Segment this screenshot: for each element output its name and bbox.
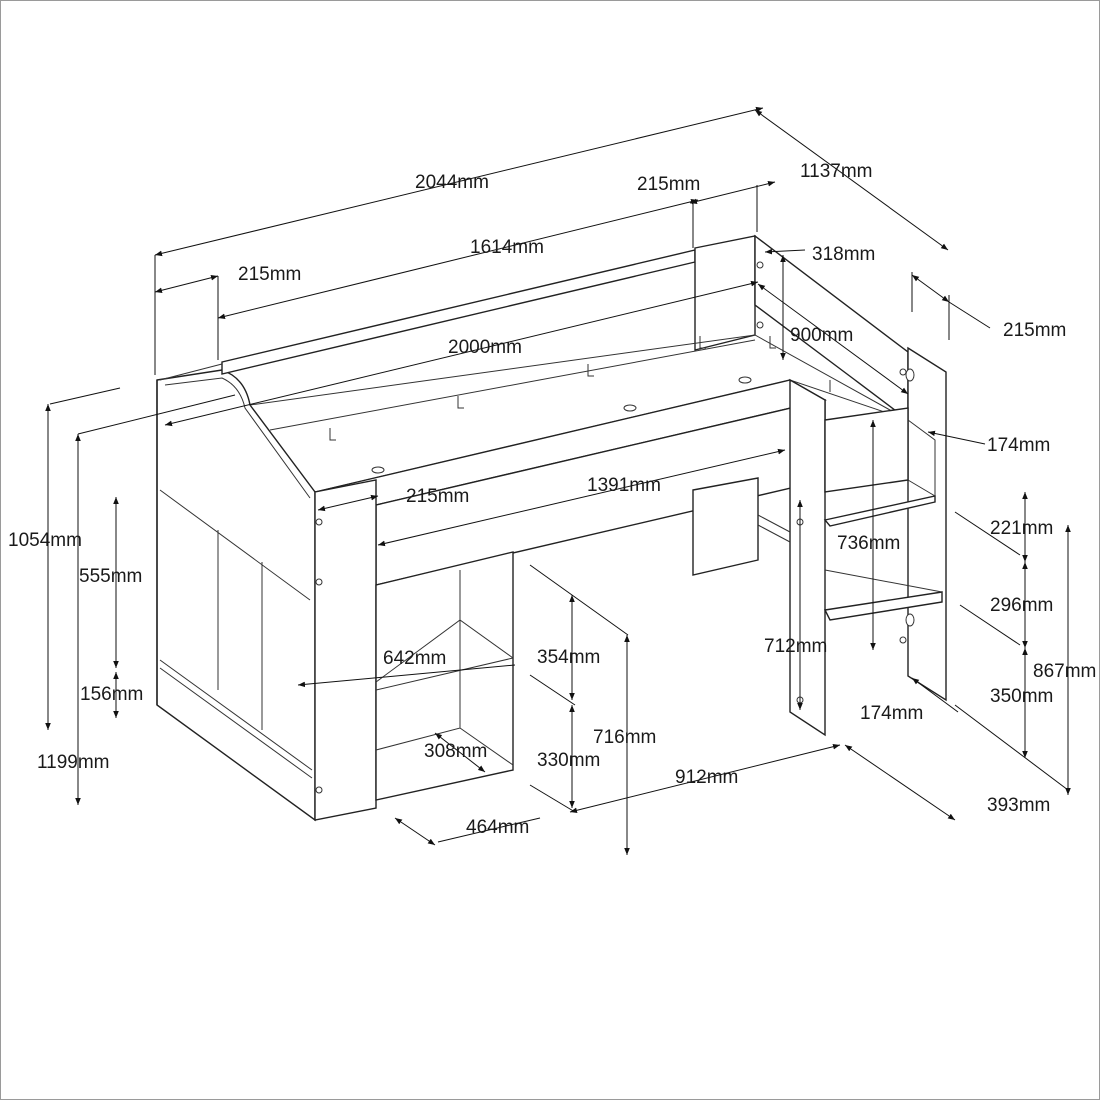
label-clearance-height: 716mm — [593, 727, 656, 748]
label-rail-top-left: 215mm — [238, 264, 301, 285]
label-leg-height: 712mm — [764, 636, 827, 657]
back-right-panel — [694, 235, 756, 351]
bed-structure — [156, 234, 947, 822]
label-step-depth-bottom: 174mm — [860, 703, 923, 724]
shelf-divider-lower — [375, 570, 514, 766]
label-post-right: 215mm — [1003, 320, 1066, 341]
label-shelf-upper: 354mm — [537, 647, 600, 668]
left-panel-grooves — [159, 489, 313, 779]
desk-support — [692, 477, 759, 576]
label-mattress-length: 2000mm — [448, 337, 522, 358]
label-shelf-lower: 330mm — [537, 750, 600, 771]
label-shelf-footprint: 464mm — [466, 817, 529, 838]
dimension-labels: 2044mm 1137mm 215mm 215mm 1614mm 318mm 2… — [8, 161, 1096, 838]
label-ladder-footprint: 393mm — [987, 795, 1050, 816]
ladder-side — [824, 419, 943, 593]
label-front-rail-length: 1391mm — [587, 475, 661, 496]
label-overall-length: 2044mm — [415, 172, 489, 193]
label-rail-top-right: 215mm — [637, 174, 700, 195]
label-ladder-height: 736mm — [837, 533, 900, 554]
label-ladder-total: 867mm — [1033, 661, 1096, 682]
label-end-panel-lower: 156mm — [80, 684, 143, 705]
label-step-gap-3: 350mm — [990, 686, 1053, 707]
label-shelf-width: 308mm — [424, 741, 487, 762]
label-mattress-width: 900mm — [790, 325, 853, 346]
label-end-panel-upper: 555mm — [79, 566, 142, 587]
label-ladder-step-depth-top: 174mm — [987, 435, 1050, 456]
label-step-gap-2: 296mm — [990, 595, 1053, 616]
ladder-rail — [824, 407, 909, 493]
desk-support-side — [757, 514, 791, 543]
dimension-lines — [45, 106, 1071, 855]
label-underbed-length: 912mm — [675, 767, 738, 788]
label-shelf-depth: 642mm — [383, 648, 446, 669]
label-head-end-depth: 318mm — [812, 244, 875, 265]
ladder-step-1 — [823, 495, 936, 527]
right-post — [907, 346, 947, 702]
label-rail-length: 1614mm — [470, 237, 544, 258]
label-overall-height-back: 1199mm — [37, 752, 110, 773]
ladder-step-2 — [823, 591, 943, 621]
front-left-leg — [314, 479, 377, 821]
label-overall-depth: 1137mm — [800, 161, 873, 182]
label-step-gap-1: 221mm — [990, 518, 1053, 539]
label-overall-height-front: 1054mm — [8, 530, 82, 551]
front-right-leg — [789, 378, 826, 737]
left-end-panel — [156, 369, 316, 822]
label-front-rail-height: 215mm — [406, 486, 469, 507]
